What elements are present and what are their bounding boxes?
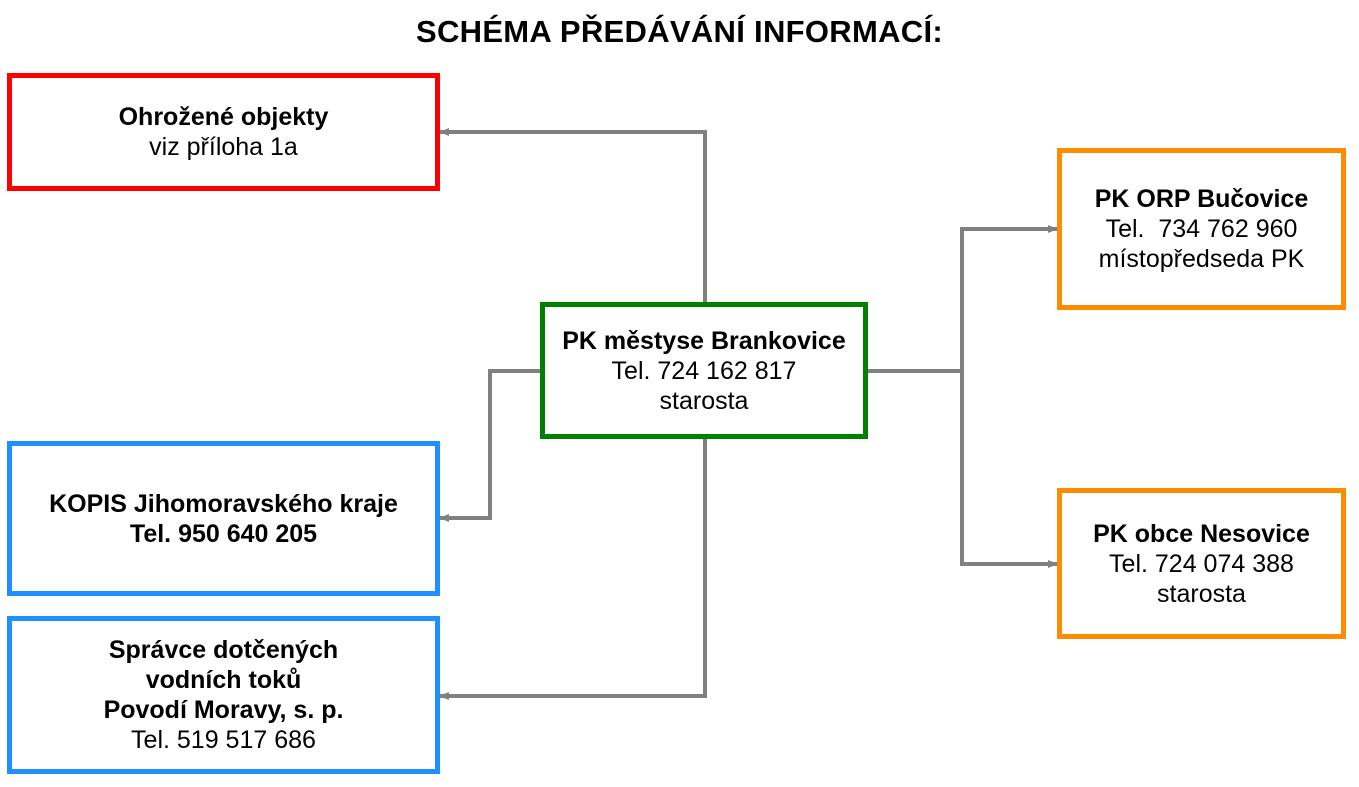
arrow-to-orp bbox=[960, 225, 1058, 371]
orp-title: PK ORP Bučovice bbox=[1094, 185, 1309, 213]
center-role: starosta bbox=[659, 386, 749, 415]
povodi-line1: Správce dotčených bbox=[108, 636, 339, 664]
threatened-ref: viz příloha 1a bbox=[149, 133, 298, 161]
arrow-to-povodi bbox=[439, 438, 707, 700]
arrow-to-kopis bbox=[439, 369, 540, 522]
arrow-to-nesovice bbox=[960, 371, 1058, 568]
povodi-phone: Tel. 519 517 686 bbox=[131, 726, 316, 754]
nesovice-phone: Tel. 724 074 388 bbox=[1109, 549, 1294, 578]
povodi-box: Správce dotčených vodních toků Povodí Mo… bbox=[7, 616, 440, 774]
nesovice-title: PK obce Nesovice bbox=[1093, 519, 1310, 548]
kopis-phone: Tel. 950 640 205 bbox=[129, 519, 318, 548]
arrow-to-threatened bbox=[439, 128, 707, 302]
kopis-box: KOPIS Jihomoravského kraje Tel. 950 640 … bbox=[7, 441, 440, 596]
threatened-title: Ohrožené objekty bbox=[118, 103, 329, 131]
orp-role: místopředseda PK bbox=[1098, 245, 1305, 273]
kopis-title: KOPIS Jihomoravského kraje bbox=[49, 489, 398, 518]
orp-phone: Tel. 734 762 960 bbox=[1105, 215, 1298, 243]
nesovice-role: starosta bbox=[1157, 579, 1246, 608]
center-title: PK městyse Brankovice bbox=[562, 326, 846, 355]
threatened-objects-box: Ohrožené objekty viz příloha 1a bbox=[7, 73, 440, 191]
center-phone: Tel. 724 162 817 bbox=[611, 356, 797, 385]
povodi-line2: vodních toků bbox=[145, 666, 302, 694]
center-box: PK městyse Brankovice Tel. 724 162 817 s… bbox=[540, 302, 868, 439]
nesovice-box: PK obce Nesovice Tel. 724 074 388 staros… bbox=[1057, 488, 1346, 639]
orp-box: PK ORP Bučovice Tel. 734 762 960 místopř… bbox=[1057, 148, 1346, 310]
povodi-line3: Povodí Moravy, s. p. bbox=[103, 696, 344, 724]
diagram-title: SCHÉMA PŘEDÁVÁNÍ INFORMACÍ: bbox=[415, 14, 944, 49]
